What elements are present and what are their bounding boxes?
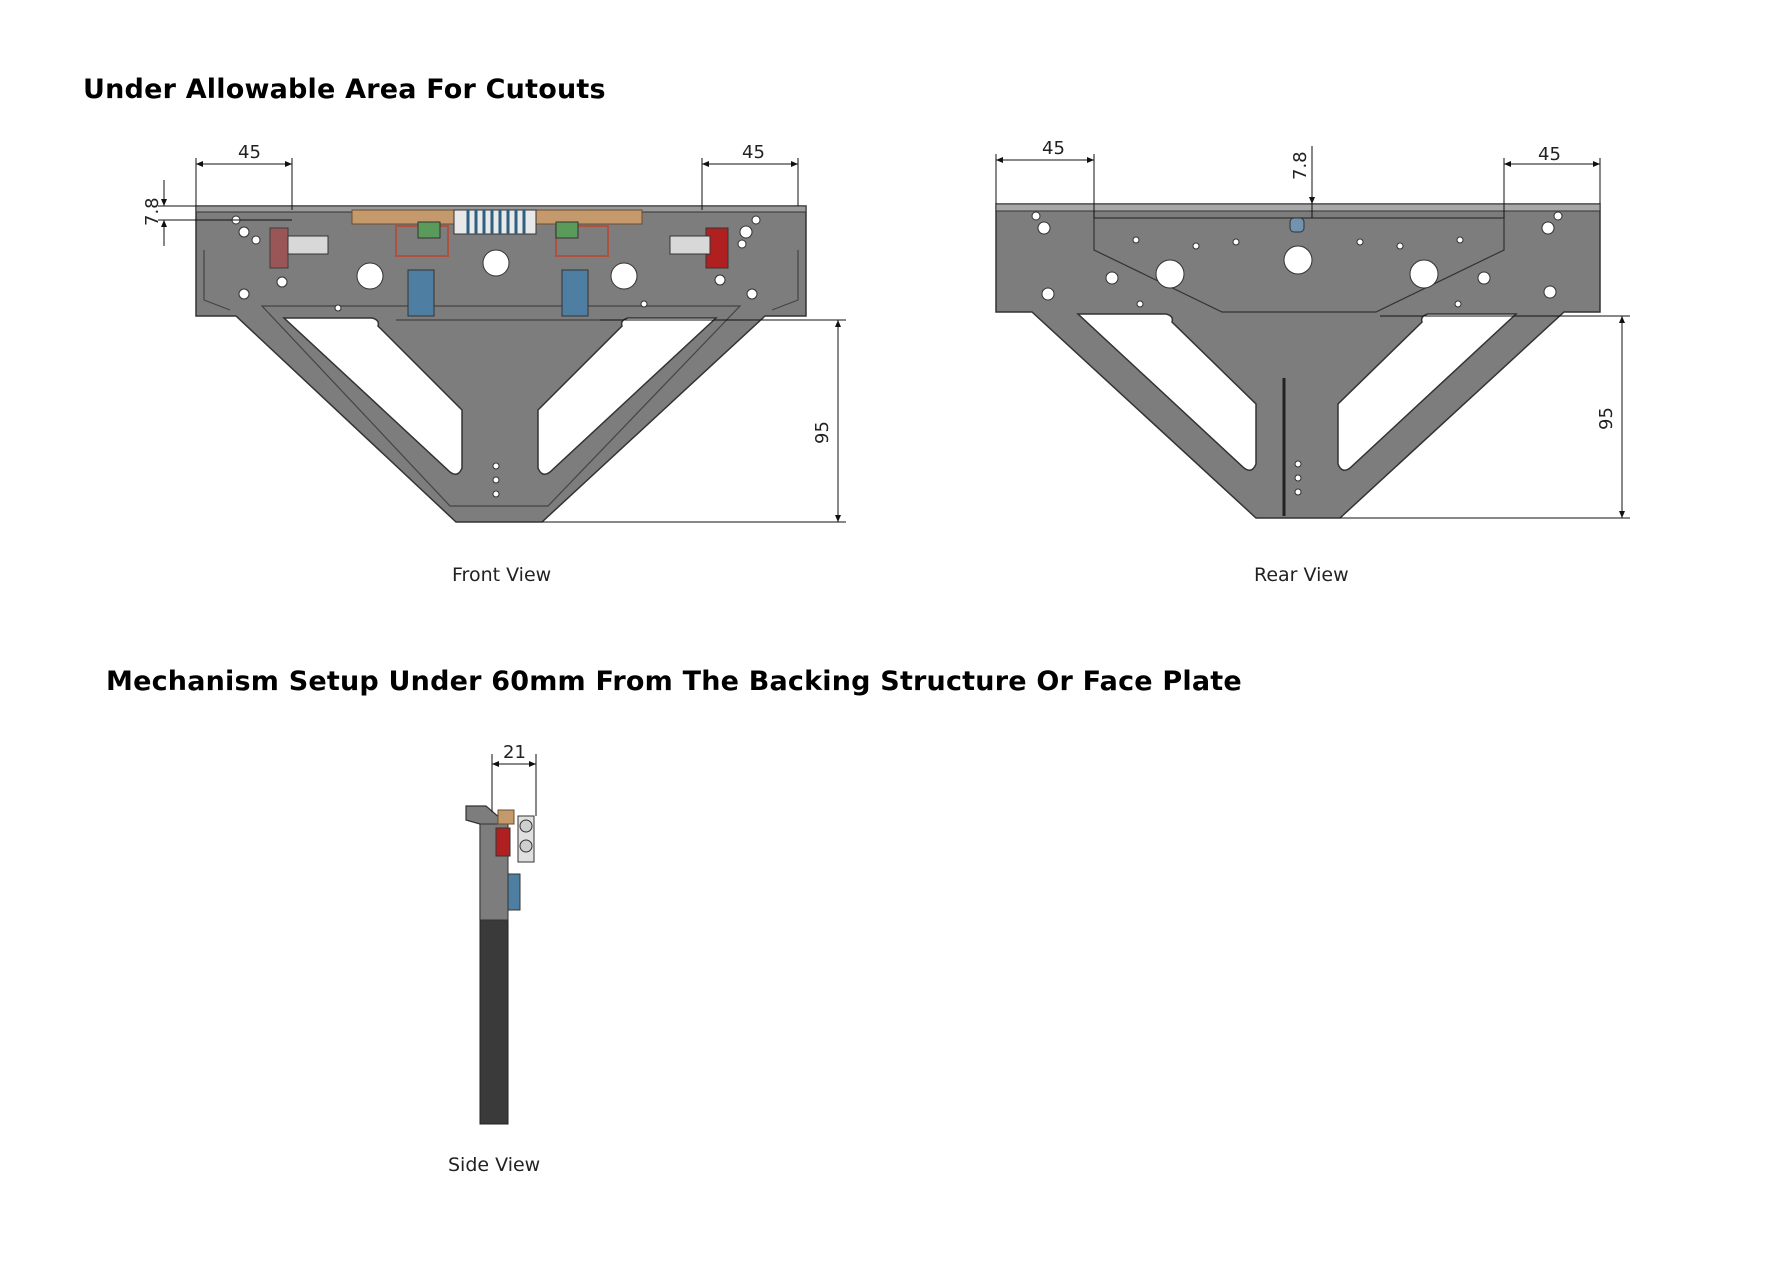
side-pin — [519, 839, 533, 853]
front-right-hinge — [669, 235, 711, 255]
front-view-caption: Front View — [452, 564, 552, 586]
front-small-hole — [746, 288, 758, 300]
rear-small-hole — [1132, 236, 1140, 244]
rear-small-hole — [1477, 271, 1491, 285]
front-small-hole — [714, 274, 726, 286]
side-latch — [495, 827, 511, 857]
rear-small-hole — [1294, 474, 1302, 482]
front-small-hole — [492, 462, 500, 470]
side-actuator — [507, 873, 521, 911]
side-view-caption: Side View — [448, 1154, 541, 1176]
rear-small-hole — [1136, 300, 1144, 308]
front-small-hole — [251, 235, 261, 245]
front-small-hole — [640, 300, 648, 308]
front-small-hole — [737, 239, 747, 249]
rear-small-hole — [1037, 221, 1051, 235]
front-small-hole — [751, 215, 761, 225]
front-small-hole — [739, 225, 753, 239]
front-right-green-block — [555, 221, 579, 239]
front-small-hole — [334, 304, 342, 312]
rear-small-hole — [1553, 211, 1563, 221]
front-left-latch — [269, 227, 289, 269]
front-small-hole — [276, 276, 288, 288]
rear-small-hole — [1456, 236, 1464, 244]
front-right-actuator — [561, 269, 589, 317]
front-left-actuator — [407, 269, 435, 317]
side-lower-bar — [479, 919, 509, 1125]
rear-dim-depth: 95 — [1596, 407, 1617, 430]
rear-small-hole — [1543, 285, 1557, 299]
rear-hole — [1409, 259, 1439, 289]
rear-small-hole — [1232, 238, 1240, 246]
front-dim-right-width: 45 — [742, 142, 765, 163]
rear-right-cutout — [1337, 313, 1518, 471]
front-hole — [482, 249, 510, 277]
side-view-drawing: 21 — [465, 742, 537, 1125]
front-right-cutout — [537, 317, 718, 475]
rear-hole — [1283, 245, 1313, 275]
rear-hole — [1155, 259, 1185, 289]
rear-small-hole — [1294, 488, 1302, 496]
mechanism-heading: Mechanism Setup Under 60mm From The Back… — [106, 666, 1242, 697]
side-dim-width: 21 — [503, 742, 526, 763]
front-right-mount — [555, 225, 609, 257]
rear-view-caption: Rear View — [1254, 564, 1349, 586]
rear-small-hole — [1041, 287, 1055, 301]
front-spring — [466, 210, 526, 234]
front-hole — [610, 262, 638, 290]
front-dim-left-width: 45 — [238, 142, 261, 163]
rear-left-cutout — [1076, 313, 1257, 471]
rear-small-hole — [1105, 271, 1119, 285]
front-small-hole — [238, 226, 250, 238]
rear-dim-top-height: 7.8 — [1290, 151, 1311, 180]
side-bracket — [497, 809, 515, 825]
rear-center-fastener — [1289, 217, 1305, 233]
side-pin — [519, 819, 533, 833]
rear-small-hole — [1454, 300, 1462, 308]
rear-dim-right-width: 45 — [1538, 144, 1561, 165]
front-left-hinge — [287, 235, 329, 255]
rear-small-hole — [1294, 460, 1302, 468]
front-hole — [356, 262, 384, 290]
rear-small-hole — [1031, 211, 1041, 221]
front-left-cutout — [282, 317, 463, 475]
front-small-hole — [238, 288, 250, 300]
front-dim-top-height: 7.8 — [142, 197, 163, 226]
front-left-green-block — [417, 221, 441, 239]
cutouts-heading: Under Allowable Area For Cutouts — [83, 74, 606, 105]
rear-view-drawing: 45 45 7.8 95 — [995, 138, 1630, 519]
rear-small-hole — [1192, 242, 1200, 250]
rear-small-hole — [1396, 242, 1404, 250]
front-dim-depth: 95 — [812, 421, 833, 444]
rear-small-hole — [1541, 221, 1555, 235]
front-small-hole — [492, 490, 500, 498]
rear-top-strip — [995, 203, 1601, 212]
front-small-hole — [492, 476, 500, 484]
rear-dim-left-width: 45 — [1042, 138, 1065, 159]
rear-small-hole — [1356, 238, 1364, 246]
front-view-drawing: 45 45 7.8 95 — [142, 142, 846, 523]
front-bevel-line — [203, 250, 799, 311]
